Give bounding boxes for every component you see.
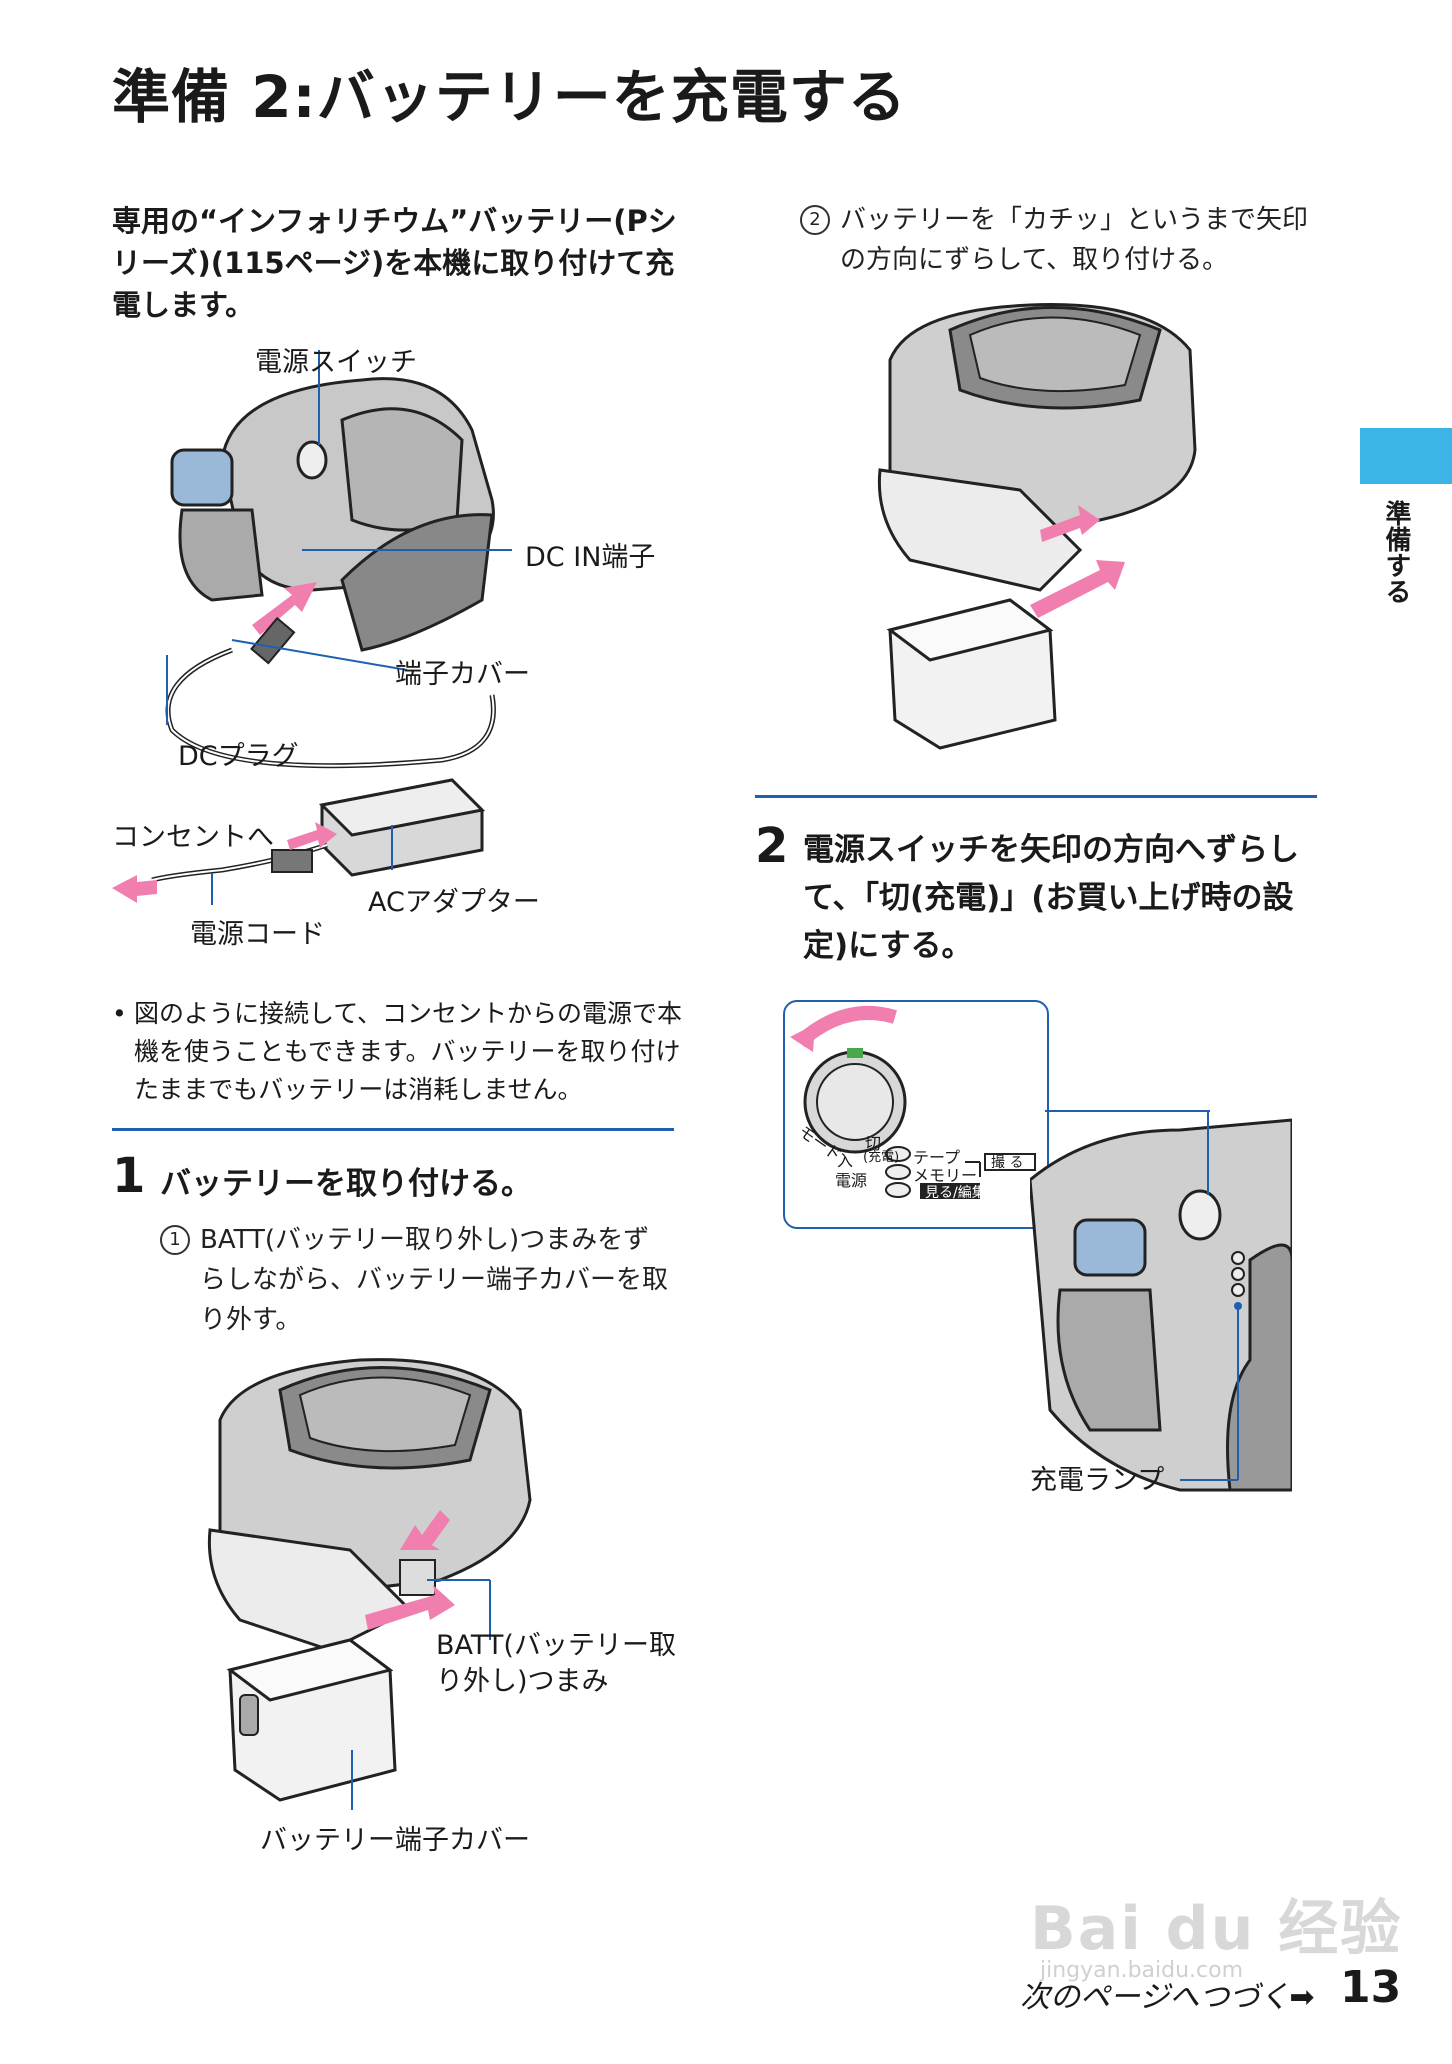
- label-dc-plug: DCプラグ: [178, 741, 299, 772]
- intro-text: 専用の“インフォリチウム”バッテリー(Pシリーズ)(115ページ)を本機に取り付…: [112, 204, 677, 322]
- section-tab-label: 準備する: [1381, 500, 1411, 604]
- label-to-outlet: コンセントへ: [112, 822, 274, 853]
- usage-note: • 図のように接続して、コンセントからの電源で本機を使うこともできます。バッテリ…: [112, 995, 682, 1109]
- sub1-text: BATT(バッテリー取り外し)つまみをずらしながら、バッテリー端子カバーを取り外…: [200, 1225, 669, 1335]
- battery-cover-removal-illustration: [207, 1358, 532, 1810]
- page-title: 準備 2:バッテリーを充電する: [112, 63, 907, 131]
- sub2-number: 2: [800, 205, 830, 235]
- step1-text: バッテリーを取り付ける。: [160, 1166, 532, 1202]
- note-text: 図のように接続して、コンセントからの電源で本機を使うこともできます。バッテリーを…: [134, 999, 683, 1104]
- label-power-cord: 電源コード: [190, 919, 325, 950]
- continued-next-page: 次のページへつづく➡: [1020, 1980, 1315, 2015]
- step2-text: 電源スイッチを矢印の方向へずらして、「切(充電)」(お買い上げ時の設定)にする。: [803, 832, 1299, 964]
- label-power-switch: 電源スイッチ: [255, 347, 417, 378]
- dial-memory-label: メモリー: [913, 1166, 978, 1185]
- note-bullet: •: [112, 999, 127, 1028]
- power-dial-inset: モード 入 切 (充電) 電源 テープ メモリー 撮 る 見る/編集: [783, 1000, 1049, 1229]
- step2-number: 2: [755, 818, 789, 874]
- dial-charge-label: (充電): [863, 1150, 900, 1165]
- camcorder-ac-adapter-illustration: [112, 350, 512, 905]
- sub1-number: 1: [160, 1225, 190, 1255]
- dial-power-label: 電源: [835, 1171, 868, 1190]
- label-ac-adapter: ACアダプター: [368, 887, 540, 918]
- dial-tape-label: テープ: [913, 1148, 961, 1167]
- camcorder-charge-lamp-illustration: [1030, 1110, 1292, 1492]
- label-terminal-cover: 端子カバー: [395, 659, 530, 690]
- dial-off-label: 切: [865, 1134, 882, 1153]
- power-dial-graphic: [790, 1005, 1036, 1199]
- dial-on-label: 入: [837, 1151, 854, 1170]
- step1-sub1: 1 BATT(バッテリー取り外し)つまみをずらしながら、バッテリー端子カバーを取り…: [160, 1220, 670, 1335]
- section-rule-left: [112, 1128, 674, 1131]
- page-number: 13: [1340, 1962, 1402, 2013]
- watermark-url: jingyan.baidu.com: [1040, 1958, 1244, 1983]
- watermark-logo: Bai du 经验: [1030, 1894, 1403, 1964]
- dial-shoot-label: 撮 る: [991, 1155, 1024, 1171]
- sub2-text: バッテリーを「カチッ」というまで矢印の方向にずらして、取り付ける。: [840, 205, 1309, 275]
- label-batt-knob: BATT(バッテリー取り外し)つまみ: [436, 1630, 676, 1697]
- label-charge-lamp: 充電ランプ: [1030, 1465, 1165, 1496]
- section-rule-right: [755, 795, 1317, 798]
- battery-insert-illustration: [877, 303, 1197, 750]
- step1-number: 1: [112, 1148, 146, 1204]
- label-dc-in: DC IN端子: [525, 542, 656, 573]
- dial-view-label: 見る/編集: [925, 1185, 986, 1201]
- label-battery-cover: バッテリー端子カバー: [260, 1825, 530, 1856]
- step1-sub2: 2 バッテリーを「カチッ」というまで矢印の方向にずらして、取り付ける。: [800, 200, 1320, 275]
- section-tab-marker: [1360, 428, 1452, 484]
- dial-leader-line: [1045, 1110, 1210, 1112]
